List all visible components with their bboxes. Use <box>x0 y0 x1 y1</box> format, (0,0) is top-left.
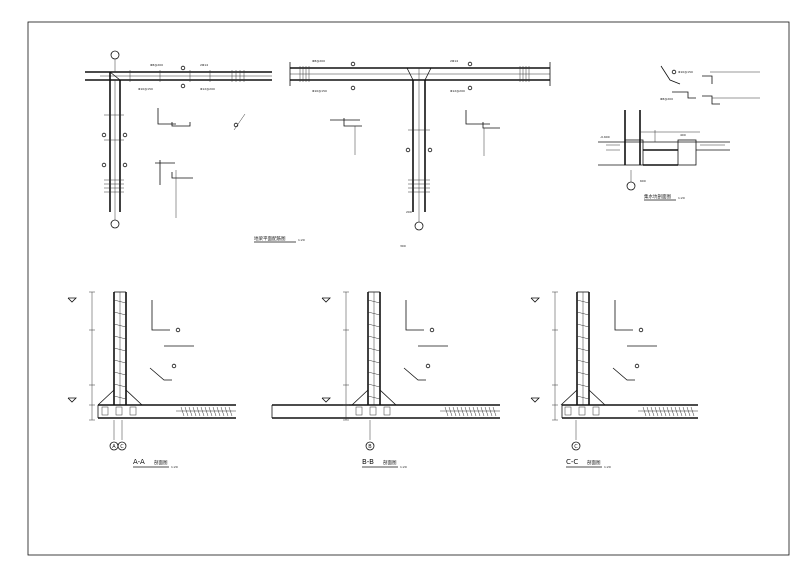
svg-text:600: 600 <box>640 179 646 183</box>
section-title: B-B <box>362 458 374 466</box>
sheet-border <box>27 21 790 556</box>
section-suffix: 剖面图 <box>587 459 601 466</box>
rebar-note: Φ8@200 <box>150 63 163 67</box>
axis-label: C <box>574 444 578 450</box>
axis-bubble <box>110 219 120 229</box>
svg-text:Φ12@200: Φ12@200 <box>450 89 465 93</box>
section-suffix: 剖面图 <box>154 459 168 466</box>
svg-text:200: 200 <box>406 210 412 214</box>
svg-text:400: 400 <box>680 133 686 137</box>
detail-scale: 1:20 <box>678 196 685 200</box>
plan-title: 地梁平面配筋图 <box>254 235 286 242</box>
svg-text:Φ10@150: Φ10@150 <box>138 87 153 91</box>
svg-text:2Φ14: 2Φ14 <box>200 63 208 67</box>
svg-text:Φ8@200: Φ8@200 <box>660 97 673 101</box>
axis-label: A <box>112 444 116 450</box>
section-title: A-A <box>133 458 145 466</box>
plan-center-tee: Φ8@200 2Φ14 Φ10@150 Φ12@200 300 200 <box>289 59 551 248</box>
axis-bubble <box>365 441 375 451</box>
axis-bubble <box>626 181 636 191</box>
plan-scale: 1:20 <box>298 238 305 242</box>
svg-text:Φ8@200: Φ8@200 <box>312 59 325 63</box>
plan-left-corner: Φ8@200 2Φ14 Φ10@150 Φ12@200 <box>85 50 272 229</box>
svg-text:2Φ14: 2Φ14 <box>450 59 458 63</box>
axis-label: C <box>120 444 124 450</box>
section-suffix: 剖面图 <box>383 459 397 466</box>
svg-text:Φ10@150: Φ10@150 <box>312 89 327 93</box>
svg-text:Φ10@150: Φ10@150 <box>678 70 693 74</box>
svg-text:Φ12@200: Φ12@200 <box>200 87 215 91</box>
section-title: C-C <box>566 458 578 466</box>
detail-title: 集水坑剖面图 <box>644 193 671 200</box>
section-scale: 1:20 <box>604 465 611 469</box>
axis-bubble <box>117 441 127 451</box>
axis-bubble <box>110 50 120 60</box>
section-scale: 1:20 <box>400 465 407 469</box>
sump-detail: Φ10@150 Φ8@200 -0.600 400 600 <box>598 65 760 191</box>
svg-text:-0.600: -0.600 <box>600 135 610 139</box>
svg-text:300: 300 <box>400 244 406 248</box>
section-scale: 1:20 <box>171 465 178 469</box>
axis-bubble <box>414 221 424 231</box>
axis-bubble <box>571 441 581 451</box>
axis-label: B <box>368 444 372 450</box>
